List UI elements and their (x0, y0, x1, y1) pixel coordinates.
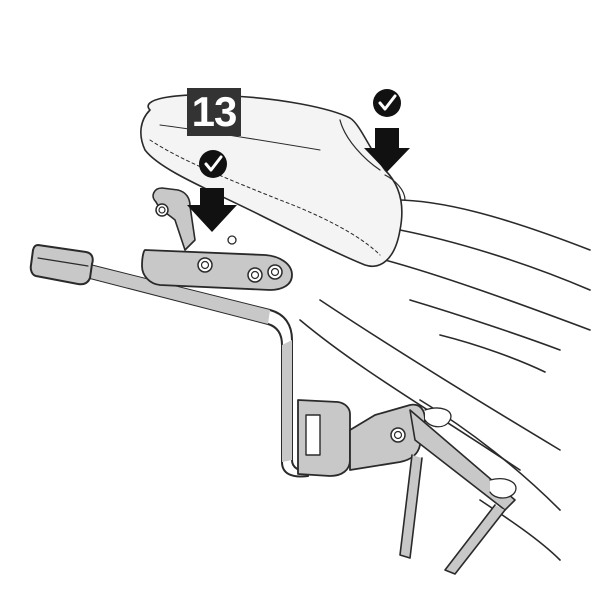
front-bracket (141, 187, 293, 291)
rail-end-cap (29, 244, 94, 286)
down-arrow-icon (187, 188, 237, 232)
check-circle-icon (199, 150, 227, 178)
check-circle-icon (373, 89, 401, 117)
down-arrow-icon (364, 128, 410, 172)
motorcycle-body (299, 199, 591, 561)
callout-seat-rear (364, 89, 410, 172)
step-number-badge: 13 (187, 88, 241, 136)
rear-bracket (297, 399, 517, 575)
side-rail (89, 264, 309, 478)
callout-bracket (187, 150, 237, 232)
seat (140, 94, 406, 267)
